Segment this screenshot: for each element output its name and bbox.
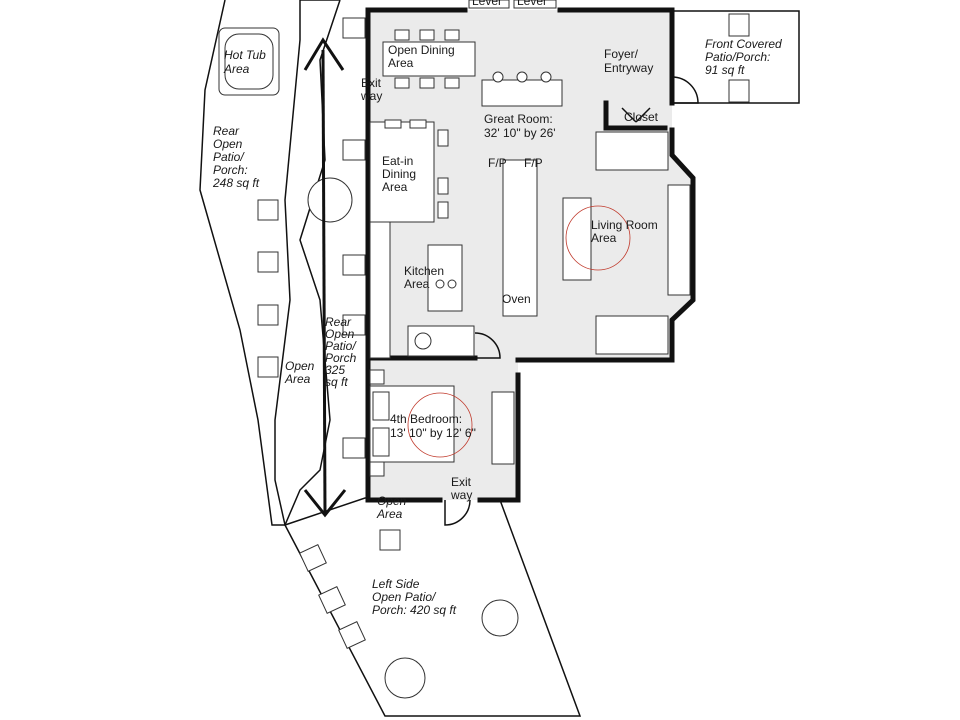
eat-in-label: Eat-in Dining Area bbox=[382, 154, 419, 194]
kitchen-label: Kitchen Area bbox=[404, 264, 447, 291]
eat-in-counter bbox=[369, 119, 449, 223]
fireplace-wall bbox=[502, 159, 538, 317]
foyer-label: Foyer/ Entryway bbox=[604, 47, 653, 75]
bedroom-label: 4th Bedroom: 13' 10" by 12' 6" bbox=[390, 412, 476, 440]
labels: Lever Lever Hot Tub Area Open Dining Are… bbox=[212, 0, 785, 617]
living-furniture bbox=[562, 131, 691, 355]
living-room-label: Living Room Area bbox=[591, 218, 661, 245]
kitchen-counters bbox=[369, 221, 475, 359]
hot-tub bbox=[218, 27, 280, 96]
dining-table bbox=[382, 29, 476, 89]
open-dining-label: Open Dining Area bbox=[388, 43, 458, 70]
fp-left-label: F/P bbox=[488, 156, 507, 170]
doors bbox=[444, 76, 699, 526]
exit-bottom-label: Exit way bbox=[450, 475, 474, 502]
windows bbox=[342, 0, 750, 459]
deck-steps bbox=[257, 199, 401, 649]
lever-right-label: Lever bbox=[517, 0, 547, 8]
lever-left-label: Lever bbox=[472, 0, 502, 8]
left-side-patio-label: Left Side Open Patio/ Porch: 420 sq ft bbox=[372, 577, 457, 617]
rear-patio-248-label: Rear Open Patio/ Porch: 248 sq ft bbox=[212, 124, 260, 190]
fp-right-label: F/P bbox=[524, 156, 543, 170]
oven-label: Oven bbox=[502, 292, 531, 306]
hot-tub-label: Hot Tub Area bbox=[223, 48, 269, 76]
open-area-bottom-label: Open Area bbox=[376, 494, 410, 521]
exit-top-label: Exit way bbox=[360, 76, 384, 103]
direction-arrow bbox=[303, 37, 347, 518]
front-porch-label: Front Covered Patio/Porch: 91 sq ft bbox=[705, 37, 785, 77]
outdoor-tables bbox=[307, 177, 519, 699]
bedroom-furniture bbox=[369, 369, 515, 477]
closet-label: Closet bbox=[624, 110, 659, 124]
kitchen-island-top bbox=[481, 71, 563, 107]
rear-patio-325-label: Rear Open Patio/ Porch 325 sq ft bbox=[325, 315, 360, 389]
kitchen-island bbox=[427, 244, 463, 312]
great-room-label: Great Room: 32' 10" by 26' bbox=[484, 112, 556, 140]
open-area-left-label: Open Area bbox=[284, 359, 318, 386]
